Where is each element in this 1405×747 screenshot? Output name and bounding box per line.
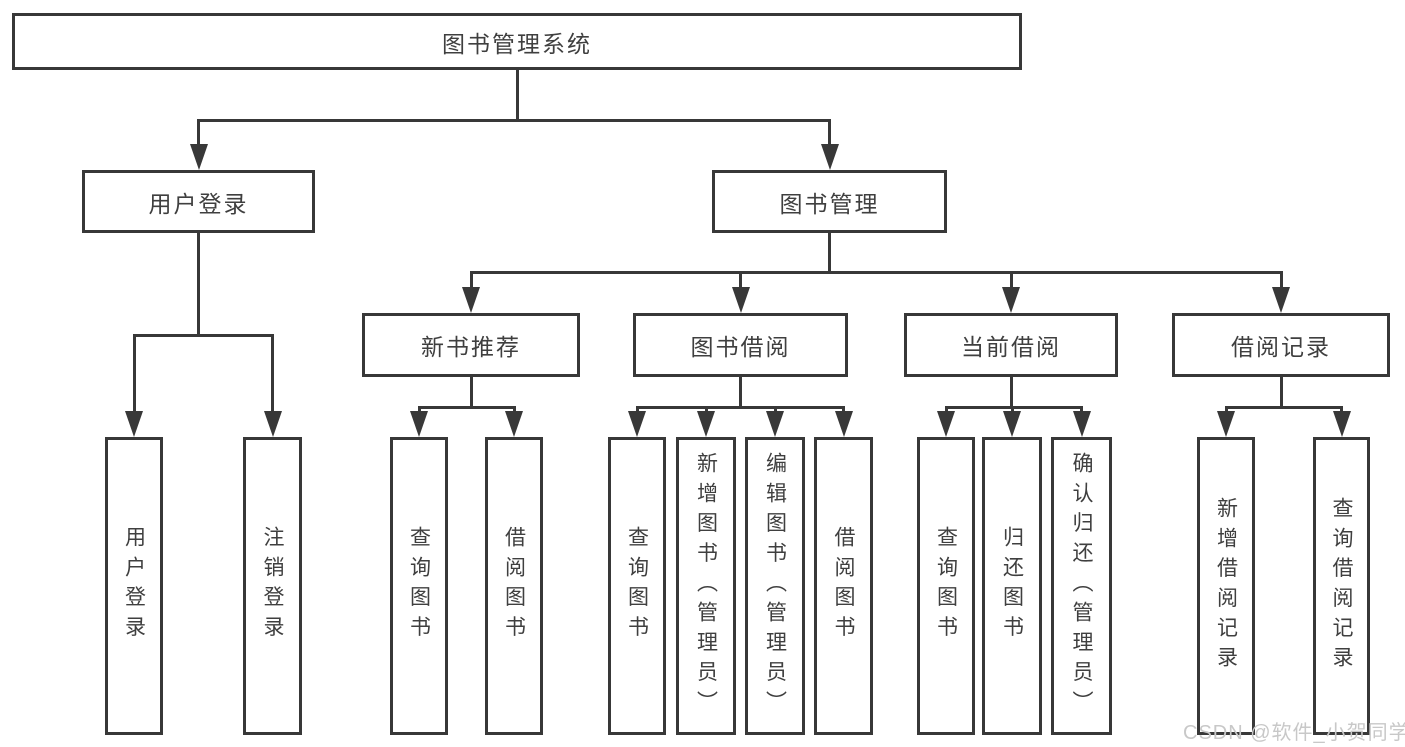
node-leaf-cb-return: 归还图书	[982, 437, 1042, 735]
csdn-watermark: CSDN @软件_小贺同学	[1183, 722, 1405, 744]
arrowhead-icon	[937, 411, 955, 437]
connector-line	[515, 69, 519, 122]
connector-line	[417, 407, 421, 413]
connector-line	[1340, 407, 1343, 413]
connector-line	[197, 120, 200, 146]
connector-line	[828, 232, 831, 274]
connector-line	[469, 376, 473, 409]
arrowhead-icon	[462, 287, 480, 313]
node-borrow-records: 借阅记录	[1172, 313, 1390, 377]
arrowhead-icon	[834, 411, 853, 437]
node-label: 借阅记录	[1231, 334, 1331, 360]
connector-line	[944, 405, 1083, 409]
node-label: 查询借阅记录	[1330, 496, 1353, 676]
connector-line	[1224, 407, 1228, 413]
connector-line	[1010, 407, 1014, 413]
node-label: 图书管理系统	[442, 30, 592, 57]
arrowhead-icon	[766, 411, 784, 437]
arrowhead-icon	[820, 144, 839, 170]
connector-line	[1224, 405, 1343, 409]
node-label: 图书管理	[779, 190, 880, 217]
node-label: 用户登录	[148, 190, 249, 217]
connector-line	[944, 407, 948, 413]
node-leaf-nb-query: 查询图书	[390, 437, 448, 735]
connector-line	[1009, 272, 1013, 289]
arrowhead-icon	[263, 411, 282, 437]
node-leaf-bb-add: 新增图书（管理员）	[676, 437, 736, 735]
connector-line	[469, 272, 473, 289]
connector-line	[773, 407, 777, 413]
arrowhead-icon	[189, 144, 208, 170]
connector-line	[828, 120, 831, 146]
node-root: 图书管理系统	[12, 13, 1022, 70]
connector-line	[132, 335, 136, 413]
connector-line	[271, 335, 274, 413]
arrowhead-icon	[1002, 287, 1020, 313]
connector-line	[1009, 376, 1013, 409]
node-leaf-bb-borrow: 借阅图书	[814, 437, 873, 735]
node-leaf-cb-query: 查询图书	[917, 437, 975, 735]
node-label: 图书借阅	[690, 334, 791, 360]
arrowhead-icon	[410, 411, 428, 437]
node-user-login: 用户登录	[82, 170, 315, 233]
arrowhead-icon	[125, 411, 143, 437]
node-current-borrow: 当前借阅	[904, 313, 1118, 377]
node-label: 编辑图书（管理员）	[763, 451, 787, 721]
node-label: 查询图书	[934, 526, 958, 646]
connector-line	[704, 407, 708, 413]
arrowhead-icon	[1272, 287, 1290, 313]
arrowhead-icon	[628, 411, 646, 437]
node-book-mgmt: 图书管理	[712, 170, 947, 233]
node-leaf-rec-query: 查询借阅记录	[1313, 437, 1370, 735]
arrowhead-icon	[1072, 411, 1091, 437]
node-label: 查询图书	[407, 526, 431, 646]
arrowhead-icon	[505, 411, 523, 437]
node-label: 用户登录	[122, 526, 146, 646]
node-label: 新书推荐	[421, 334, 521, 360]
connector-line	[132, 333, 274, 337]
connector-line	[417, 405, 516, 409]
node-leaf-user-login: 用户登录	[105, 437, 163, 735]
connector-line	[1279, 272, 1283, 289]
node-label: 新增借阅记录	[1214, 496, 1238, 676]
node-label: 借阅图书	[832, 526, 855, 646]
node-label: 当前借阅	[961, 334, 1061, 360]
arrowhead-icon	[1332, 411, 1351, 437]
connector-line	[469, 270, 1283, 274]
node-leaf-cb-confirm: 确认归还（管理员）	[1051, 437, 1112, 735]
node-label: 查询图书	[625, 526, 649, 646]
node-label: 新增图书（管理员）	[694, 451, 718, 721]
connector-line	[739, 376, 742, 409]
node-book-borrow: 图书借阅	[633, 313, 848, 377]
arrowhead-icon	[731, 287, 750, 313]
connector-line	[739, 272, 742, 289]
node-label: 确认归还（管理员）	[1070, 451, 1093, 721]
node-leaf-rec-add: 新增借阅记录	[1197, 437, 1255, 735]
node-leaf-nb-borrow: 借阅图书	[485, 437, 543, 735]
node-leaf-bb-edit: 编辑图书（管理员）	[745, 437, 805, 735]
node-leaf-logout: 注销登录	[243, 437, 302, 735]
connector-line	[1279, 376, 1283, 409]
node-new-book-rec: 新书推荐	[362, 313, 580, 377]
connector-line	[1080, 407, 1083, 413]
node-label: 借阅图书	[502, 526, 526, 646]
arrowhead-icon	[1217, 411, 1235, 437]
connector-line	[635, 405, 845, 409]
node-label: 注销登录	[261, 526, 284, 646]
connector-line	[197, 232, 200, 337]
connector-line	[512, 407, 516, 413]
arrowhead-icon	[1003, 411, 1021, 437]
connector-line	[635, 407, 639, 413]
connector-line	[842, 407, 845, 413]
connector-line	[197, 118, 831, 122]
arrowhead-icon	[697, 411, 715, 437]
node-leaf-bb-query: 查询图书	[608, 437, 666, 735]
node-label: 归还图书	[1000, 526, 1024, 646]
